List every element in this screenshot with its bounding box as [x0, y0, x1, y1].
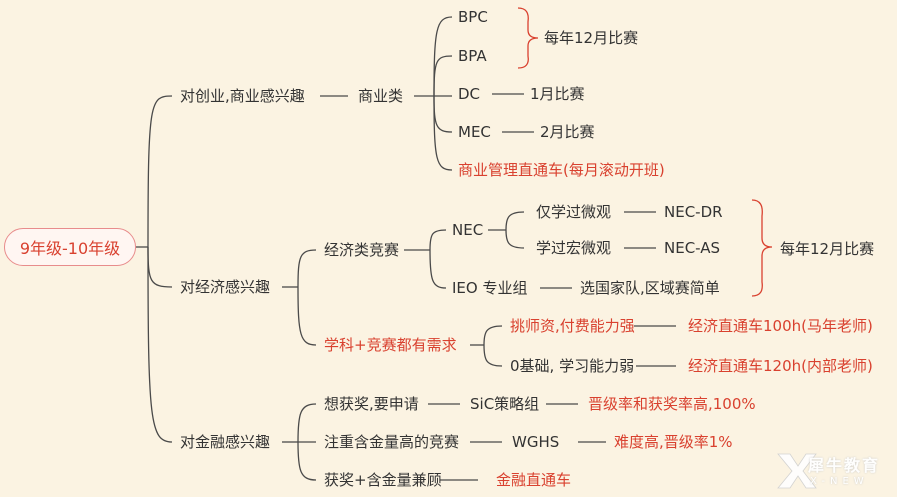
node-dc: DC — [458, 85, 481, 103]
node-finance-express: 金融直通车 — [496, 471, 572, 489]
node-nec: NEC — [452, 221, 484, 239]
node-econ-express-100h: 经济直通车100h(马年老师) — [688, 317, 873, 335]
note-wghs: 难度高,晋级率1% — [614, 433, 733, 451]
node-mec: MEC — [458, 123, 491, 141]
node-macro: 学过宏微观 — [536, 239, 612, 257]
node-finance-award: 想获奖,要申请 — [324, 395, 419, 413]
note-nec: 每年12月比赛 — [780, 240, 875, 258]
category-econ-competition: 经济类竞赛 — [324, 241, 400, 259]
branch-business: 对创业,商业感兴趣 — [180, 87, 305, 105]
logo-subtitle: X-NEW — [810, 476, 869, 487]
node-nec-dr: NEC-DR — [664, 203, 723, 221]
node-econ-express-120h: 经济直通车120h(内部老师) — [688, 357, 873, 375]
node-ieo: IEO 专业组 — [452, 279, 528, 297]
node-micro-only: 仅学过微观 — [536, 203, 612, 221]
logo-name: 犀牛教育 — [808, 456, 881, 475]
node-option-beginner: 0基础, 学习能力弱 — [510, 357, 635, 375]
note-sic: 晋级率和获奖率高,100% — [588, 395, 756, 413]
node-bpc: BPC — [458, 8, 488, 26]
logo-mark-icon — [777, 453, 817, 489]
note-ieo: 选国家队,区域赛简单 — [580, 279, 720, 297]
node-finance-both: 获奖+含金量兼顾 — [324, 471, 442, 489]
note-mec: 2月比赛 — [540, 123, 595, 141]
note-dc: 1月比赛 — [530, 85, 585, 103]
node-business-express: 商业管理直通车(每月滚动开班) — [458, 161, 665, 179]
branch-economics: 对经济感兴趣 — [180, 278, 271, 296]
root-label: 9年级-10年级 — [19, 239, 121, 258]
node-bpa: BPA — [458, 47, 487, 65]
note-bp: 每年12月比赛 — [544, 29, 639, 47]
node-option-teachers: 挑师资,付费能力强 — [510, 317, 635, 335]
node-nec-as: NEC-AS — [664, 239, 721, 257]
category-business: 商业类 — [358, 87, 404, 105]
node-wghs: WGHS — [512, 433, 560, 451]
branch-finance: 对金融感兴趣 — [180, 433, 271, 451]
category-econ-needs: 学科+竞赛都有需求 — [324, 336, 457, 354]
node-sic: SiC策略组 — [470, 395, 540, 413]
node-finance-value: 注重含金量高的竞赛 — [324, 433, 460, 451]
root-node: 9年级-10年级 — [4, 228, 136, 266]
